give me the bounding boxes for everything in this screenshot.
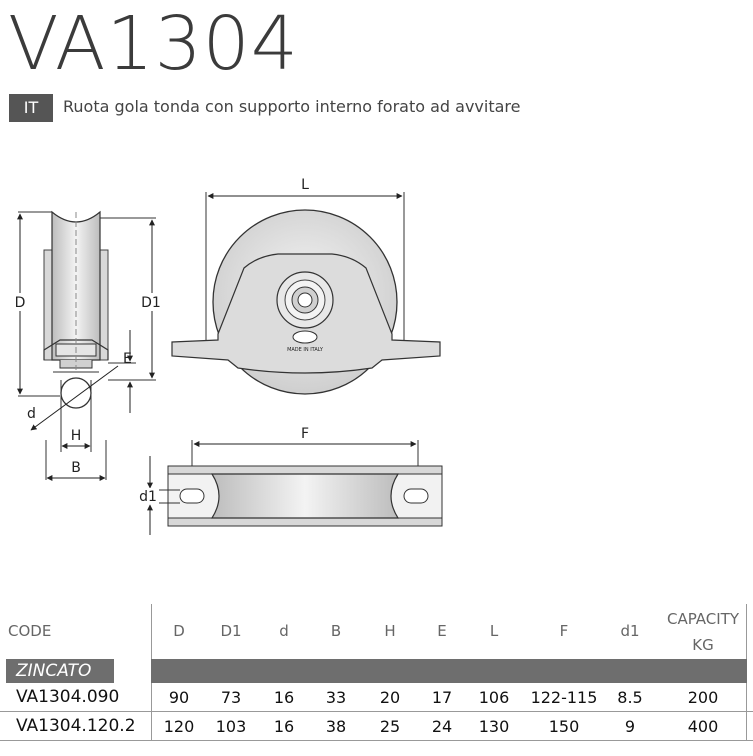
dim-label-d: d	[27, 406, 36, 422]
cell-F: 150	[548, 717, 580, 736]
row-divider	[0, 740, 753, 741]
table-row: VA1304.120.2 120 103 16 38 25 24 130 150…	[0, 712, 753, 741]
cell-code: VA1304.120.2	[16, 716, 136, 736]
cell-L: 130	[478, 717, 510, 736]
group-label-zincato: ZINCATO	[6, 659, 114, 683]
header-E: E	[437, 622, 447, 640]
cell-H: 25	[379, 717, 401, 736]
cell-B: 38	[325, 717, 347, 736]
dim-label-B: B	[71, 460, 81, 476]
cell-d1: 8.5	[617, 688, 643, 707]
dim-label-E: E	[123, 351, 132, 367]
cell-d: 16	[273, 688, 295, 707]
language-badge: IT	[9, 94, 53, 122]
header-F: F	[559, 622, 569, 640]
header-H: H	[384, 622, 396, 640]
dim-label-D1: D1	[141, 295, 161, 311]
dim-label-H: H	[71, 428, 82, 444]
cell-E: 17	[431, 688, 453, 707]
table-row: VA1304.090 90 73 16 33 20 17 106 122-115…	[0, 683, 753, 712]
header-code: CODE	[8, 622, 52, 640]
side-view: D D1 E d H B	[12, 210, 164, 481]
cell-capacity: 400	[687, 717, 719, 736]
front-view: L MADE IN ITALY	[171, 177, 441, 395]
cell-H: 20	[379, 688, 401, 707]
page-title: VA1304	[8, 1, 299, 87]
cell-E: 24	[431, 717, 453, 736]
dim-label-d1: d1	[139, 489, 157, 505]
cell-capacity: 200	[687, 688, 719, 707]
cell-L: 106	[478, 688, 510, 707]
header-B: B	[330, 622, 342, 640]
header-kg: KG	[692, 636, 714, 654]
made-in-italy-stamp: MADE IN ITALY	[287, 347, 324, 353]
product-description: Ruota gola tonda con supporto interno fo…	[63, 97, 521, 116]
cell-D: 90	[168, 688, 190, 707]
cell-F: 122-115	[530, 688, 598, 707]
header-capacity: CAPACITY	[666, 610, 740, 628]
row-divider	[0, 711, 753, 712]
cell-B: 33	[325, 688, 347, 707]
technical-drawing: D D1 E d H B L MA	[12, 177, 443, 535]
dim-label-D: D	[15, 295, 26, 311]
group-band	[151, 659, 747, 683]
header-D: D	[173, 622, 185, 640]
cell-code: VA1304.090	[16, 687, 120, 707]
dim-label-F: F	[301, 426, 309, 442]
cell-D1: 73	[220, 688, 242, 707]
header-L: L	[489, 622, 499, 640]
header-d: d	[279, 622, 289, 640]
cell-d: 16	[273, 717, 295, 736]
cell-D1: 103	[215, 717, 247, 736]
top-view: F d1	[137, 426, 443, 535]
cell-d1: 9	[624, 717, 636, 736]
dim-label-L: L	[301, 177, 309, 193]
header-d1: d1	[620, 622, 640, 640]
header-D1: D1	[220, 622, 242, 640]
cell-D: 120	[163, 717, 195, 736]
